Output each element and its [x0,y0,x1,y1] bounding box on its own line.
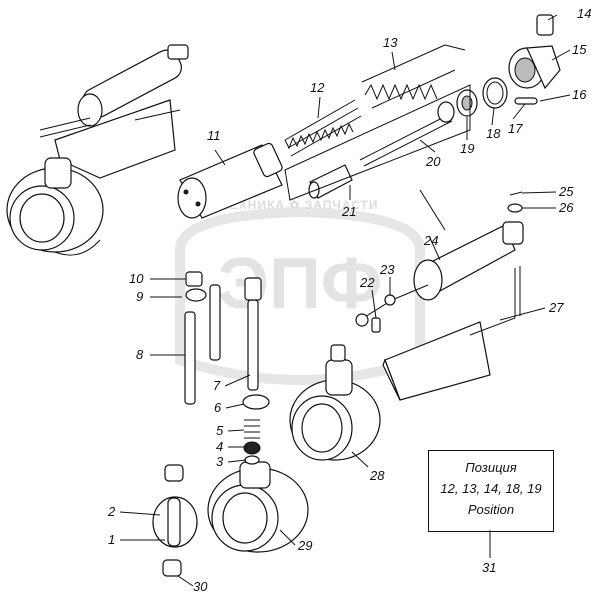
part-top-bush [164,464,184,482]
callout-6: 6 [214,400,222,415]
callout-29: 29 [297,538,312,553]
callout-5: 5 [216,423,224,438]
part-12-spring [284,99,362,157]
callout-numbers: 1 2 3 4 5 6 7 8 9 10 11 12 13 14 15 16 1… [107,6,591,594]
callout-7: 7 [213,378,221,393]
callout-9: 9 [136,289,143,304]
callout-20: 20 [425,154,441,169]
callout-11: 11 [207,128,221,143]
callout-30: 30 [193,579,208,594]
part-28-valve [289,344,381,461]
part-27-bracket [382,266,521,401]
part-21-sleeve [308,164,353,199]
callout-15: 15 [572,42,587,57]
callout-21: 21 [341,204,356,219]
callout-23: 23 [379,262,395,277]
callout-24: 24 [423,233,438,248]
part-23 [384,294,396,306]
callout-27: 27 [548,300,564,315]
callout-17: 17 [508,121,523,136]
callout-12: 12 [310,80,325,95]
part-5-spring [244,419,260,439]
callout-1: 1 [108,532,115,547]
callout-19: 19 [460,141,474,156]
part-13-spring [361,44,466,109]
part-26 [507,203,523,213]
part-7-8-rods [184,271,262,405]
parts-group-frame [284,84,471,201]
part-22 [371,317,381,333]
callout-31: 31 [482,560,496,575]
part-15-housing [508,45,561,90]
callout-28: 28 [369,468,385,483]
part-6-washer [242,394,270,410]
part-20-rod [359,101,455,167]
callout-16: 16 [572,87,587,102]
part-16-pin [514,97,538,105]
callout-13: 13 [383,35,398,50]
callout-4: 4 [216,439,223,454]
part-3 [244,455,260,465]
part-30-bush [162,559,182,577]
note-positions: 12, 13, 14, 18, 19 [440,481,542,496]
part-11-cylinder [177,142,283,219]
assembled-unit [6,44,189,256]
callout-14: 14 [577,6,591,21]
position-note-box: Позиция 12, 13, 14, 18, 19 Position [428,450,554,532]
callout-18: 18 [486,126,501,141]
callout-3: 3 [216,454,224,469]
part-29-valve [207,461,309,553]
watermark-caption: ТЕХНИКА ✿ ЗАПЧАСТИ [221,198,378,212]
part-2-disc [152,496,198,548]
watermark: ЭПФ ТЕХНИКА ✿ ЗАПЧАСТИ [175,198,425,385]
leader-lines [119,14,571,587]
note-english: Position [467,502,515,517]
part-4 [243,441,261,455]
watermark-letters: ЭПФ [218,244,382,324]
callout-2: 2 [107,504,116,519]
part-25 [509,191,523,196]
part-24-cylinder [355,221,524,327]
callout-8: 8 [136,347,144,362]
callout-22: 22 [359,275,375,290]
note-title: Позиция [465,460,517,475]
callout-10: 10 [129,271,144,286]
callout-25: 25 [558,184,574,199]
callout-26: 26 [558,200,574,215]
